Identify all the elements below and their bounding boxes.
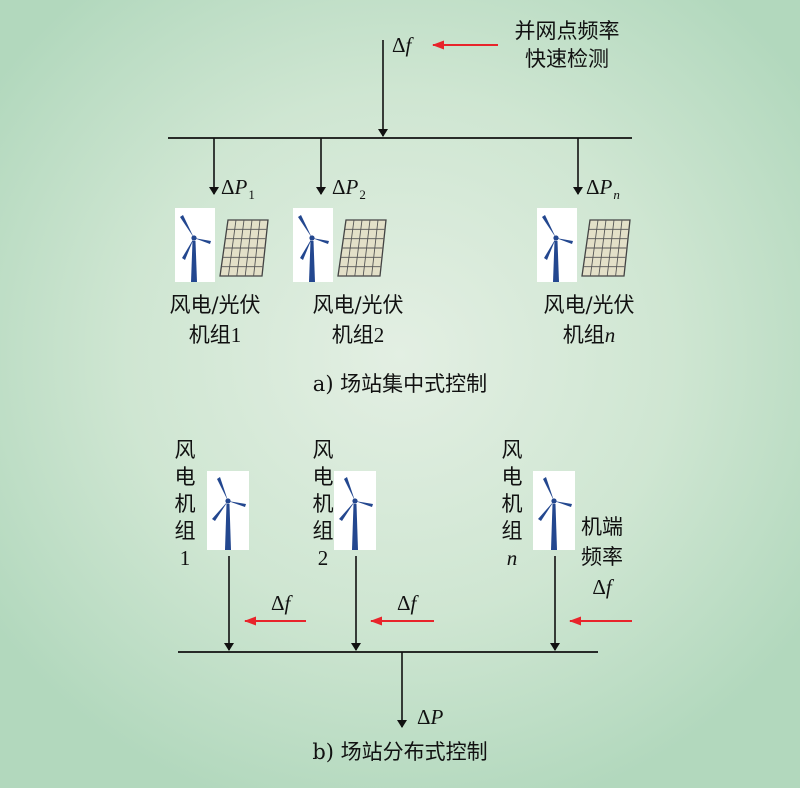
terminal-freq-label-line2: 频率 (581, 545, 623, 569)
wind-turbine-icon-bn (533, 471, 575, 554)
unit-label-1-line1: 风电/光伏 (169, 293, 261, 317)
unit-label-n-line2: 机组n (562, 323, 616, 347)
solar-panel-icon (219, 219, 269, 277)
output-power-label: ΔP (417, 705, 444, 729)
solar-panel-icon (337, 219, 387, 277)
unit-icon-2 (293, 208, 388, 286)
unit-label-1-line2: 机组1 (188, 323, 242, 347)
unit-label-n-line1: 风电/光伏 (543, 293, 635, 317)
terminal-freq-symbol: Δf (592, 575, 612, 599)
wind-turbine-icon (298, 215, 329, 282)
wind-turbine-icon-b1 (207, 471, 249, 554)
terminal-freq-label-line1: 机端 (581, 515, 623, 539)
unit-icon-n (537, 208, 632, 286)
unit-label-2-line2: 机组2 (331, 323, 385, 347)
input-frequency-label: Δf (392, 33, 412, 57)
wind-turbine-icon (542, 215, 573, 282)
freq-label-1: Δf (271, 591, 291, 615)
wind-turbine-icon-b2 (334, 471, 376, 554)
detection-label-line2: 快速检测 (525, 47, 609, 71)
branch-label-2: ΔP2 (332, 175, 366, 202)
wind-turbine-icon (180, 215, 211, 282)
unit-icon-1 (175, 208, 270, 286)
caption-b: b) 场站分布式控制 (312, 740, 488, 764)
solar-panel-icon (581, 219, 631, 277)
freq-label-2: Δf (397, 591, 417, 615)
detection-label-line1: 并网点频率 (514, 19, 620, 43)
caption-a: a) 场站集中式控制 (312, 372, 488, 396)
branch-label-1: ΔP1 (221, 175, 255, 202)
branch-label-n: ΔPn (586, 175, 620, 202)
unit-label-2-line1: 风电/光伏 (312, 293, 404, 317)
